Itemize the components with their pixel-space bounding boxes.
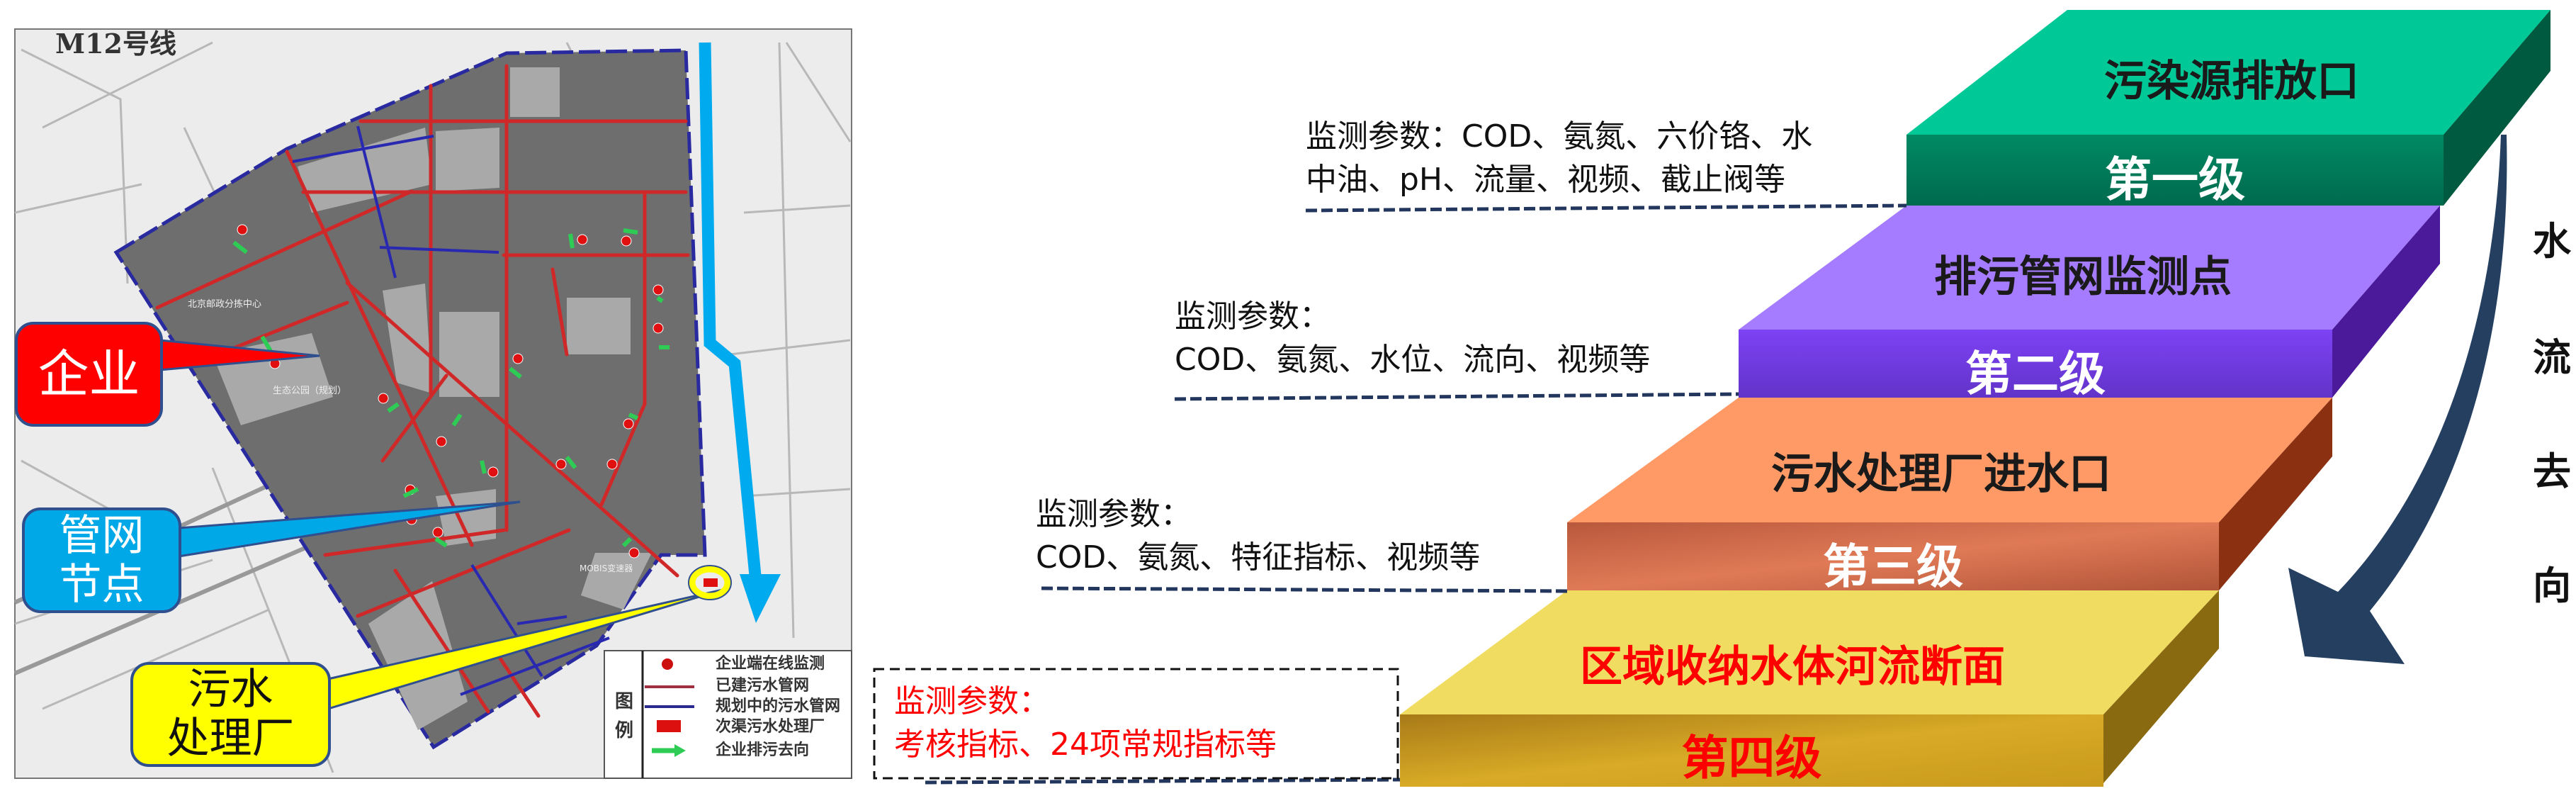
pipe-node-callout: 管网 节点 xyxy=(22,507,181,613)
level-3-front-face xyxy=(1567,522,2219,590)
pipe-node-callout-line1: 管网 xyxy=(59,510,145,561)
level-4-params-line2: 考核指标、24项常规指标等 xyxy=(894,727,1277,763)
water-flow-arrow xyxy=(699,42,762,576)
level-1-side-face xyxy=(2444,10,2550,206)
level-2-params-line2: COD、氨氮、水位、流向、视频等 xyxy=(1175,342,1651,378)
metro-line-label: M12号线 xyxy=(55,28,176,60)
legend-title-char2: 例 xyxy=(615,720,634,741)
map: M12号线 北京邮政分拣中心 生态公园（规划） MOBIS变速器 xyxy=(13,28,852,779)
place-label: 北京邮政分拣中心 xyxy=(188,299,261,310)
level-1-params-line1: 监测参数：COD、氨氮、六价铬、水 xyxy=(1306,118,1813,155)
level-4-top-face xyxy=(1400,590,2219,714)
plant-marker-ring-outline xyxy=(688,565,732,600)
level-3-block xyxy=(1567,398,2332,590)
legend-item-label: 次渠污水处理厂 xyxy=(716,718,825,736)
plant-callout-line1: 污水 xyxy=(188,665,273,714)
legend-item-label: 企业排污去向 xyxy=(716,741,810,759)
level-1-label: 第一级 xyxy=(2105,152,2245,207)
plant-callout-line2: 处理厂 xyxy=(166,714,295,763)
legend-item-label: 规划中的污水管网 xyxy=(716,697,841,715)
legend-item-label: 已建污水管网 xyxy=(716,677,810,695)
flow-direction-char: 流 xyxy=(2533,335,2571,380)
flow-direction-char: 水 xyxy=(2533,219,2571,264)
level-3-top-face xyxy=(1567,398,2332,522)
level-3-side-face xyxy=(2219,398,2332,590)
pipe-node-callout-line2: 节点 xyxy=(59,559,145,610)
legend-green-arrow-icon xyxy=(652,744,686,757)
level-2-block xyxy=(1739,206,2440,398)
legend-red-rect-icon xyxy=(657,720,681,732)
enterprise-callout: 企业 xyxy=(15,322,163,427)
plant-marker-ring xyxy=(689,566,731,600)
level-2-front-face xyxy=(1739,330,2332,398)
legend-item-label: 企业端在线监测 xyxy=(716,655,825,673)
plant-marker xyxy=(704,578,718,587)
level-4-title: 区域收纳水体河流断面 xyxy=(1580,642,2005,692)
level-4-param-box xyxy=(873,668,1399,780)
level-1-front-face xyxy=(1906,135,2444,206)
level-2-title: 排污管网监测点 xyxy=(1934,252,2232,302)
legend-title-char1: 图 xyxy=(615,691,634,712)
enterprise-callout-label: 企业 xyxy=(38,344,140,404)
level-2-side-face xyxy=(2332,206,2440,398)
discharge-direction-arrows xyxy=(232,228,670,548)
level-3-params-line2: COD、氨氮、特征指标、视频等 xyxy=(1036,539,1481,576)
level-3-params-line1: 监测参数： xyxy=(1036,496,1192,532)
flow-direction-char: 去 xyxy=(2533,449,2571,494)
level-2-label: 第二级 xyxy=(1965,347,2106,401)
level-4-params-line1: 监测参数： xyxy=(894,683,1050,719)
level-4-label: 第四级 xyxy=(1681,731,1822,785)
flow-direction-arrow xyxy=(2288,135,2507,664)
built-sewer-network xyxy=(155,64,690,718)
level-4-block xyxy=(1400,590,2219,787)
level-3-label: 第三级 xyxy=(1823,539,1963,594)
level-1-top-face xyxy=(1906,10,2550,135)
level-2-params-line1: 监测参数： xyxy=(1175,298,1331,335)
level-2-top-face xyxy=(1739,206,2440,330)
planned-sewer-network xyxy=(292,125,610,696)
legend-red-dot-icon xyxy=(662,658,673,670)
level-1-title: 污染源排放口 xyxy=(2104,57,2359,106)
level-1-block xyxy=(1906,10,2550,206)
legend-box xyxy=(604,650,852,779)
level-4-front-face xyxy=(1400,714,2103,787)
flow-direction-char: 向 xyxy=(2533,563,2571,608)
level-4-side-face xyxy=(2103,590,2219,783)
place-label: 生态公园（规划） xyxy=(273,386,346,396)
level-1-params-line2: 中油、pH、流量、视频、截止阀等 xyxy=(1306,162,1786,198)
water-flow-arrowhead xyxy=(740,574,781,623)
param-underlines xyxy=(925,203,1907,785)
plant-callout: 污水 处理厂 xyxy=(130,662,331,767)
level-3-title: 污水处理厂进水口 xyxy=(1771,449,2111,499)
place-label: MOBIS变速器 xyxy=(580,563,633,573)
